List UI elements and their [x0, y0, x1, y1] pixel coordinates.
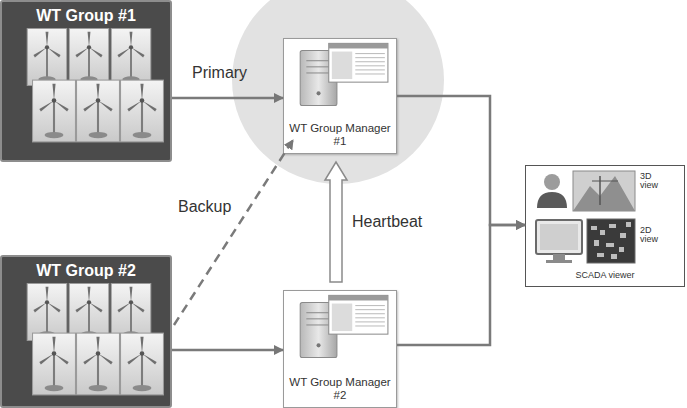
backup-arrow — [174, 140, 293, 325]
highlight-circle — [232, 0, 444, 184]
view-label: 3D view — [640, 172, 664, 191]
viewer-box: 3D view 2D viewSCADA viewer — [525, 165, 685, 287]
flow-arrow — [172, 349, 283, 352]
manager-name: WT Group Manager #1 — [284, 122, 396, 148]
edge-label: Heartbeat — [352, 213, 422, 231]
flow-arrow — [397, 225, 525, 345]
view-label: 2D view — [640, 226, 664, 245]
manager-name: WT Group Manager #2 — [284, 376, 396, 402]
manager-box: WT Group Manager #1 — [283, 38, 397, 154]
group-title: WT Group #2 — [2, 262, 170, 280]
group-box: WT Group #1 — [0, 0, 172, 162]
group-box: WT Group #2 — [0, 255, 172, 408]
heartbeat-arrow — [325, 162, 347, 282]
flow-arrow — [397, 96, 525, 225]
edge-label: Backup — [178, 198, 231, 216]
flow-arrow — [172, 97, 283, 100]
group-title: WT Group #1 — [2, 7, 170, 25]
edge-label: Primary — [192, 64, 247, 82]
viewer-title: SCADA viewer — [526, 270, 684, 280]
manager-box: WT Group Manager #2 — [283, 290, 397, 408]
